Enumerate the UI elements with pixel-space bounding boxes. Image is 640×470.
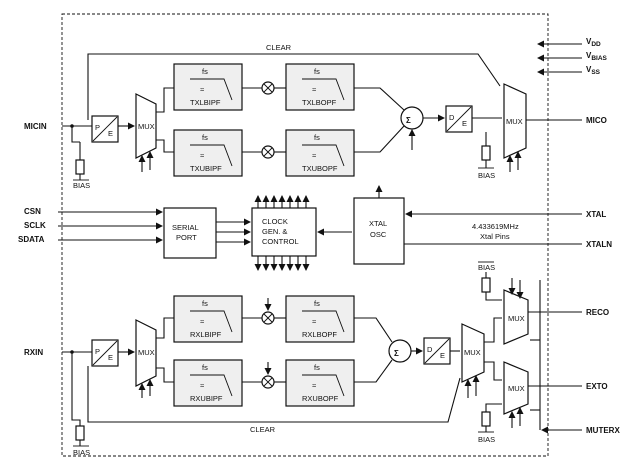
svg-text:E: E [440, 351, 445, 360]
rxlbopf-filter [285, 295, 355, 343]
txubopf-filter [285, 129, 355, 177]
svg-text:CONTROL: CONTROL [262, 237, 299, 246]
mux-rx-mid [461, 323, 485, 383]
mico-pin: MICO [586, 116, 607, 125]
power-pins: VDD VBIAS VSS [537, 37, 608, 76]
svg-text:TXLBOPF: TXLBOPF [302, 98, 337, 107]
summer-tx [400, 106, 424, 130]
xtal-pins-label: Xtal Pins [480, 232, 510, 241]
svg-text:P: P [95, 347, 100, 356]
muterx-pin: MUTERX [586, 426, 620, 435]
exto-pin: EXTO [586, 382, 608, 391]
xtal-freq-label: 4.433619MHz [472, 222, 519, 231]
svg-text:OSC: OSC [370, 230, 387, 239]
svg-text:fs: fs [314, 299, 320, 308]
rxin-pin: RXIN [24, 348, 43, 357]
svg-text:PORT: PORT [176, 233, 197, 242]
svg-text:MUX: MUX [138, 348, 155, 357]
rxlbipf-filter [173, 295, 243, 343]
micin-pin: MICIN [24, 122, 47, 131]
svg-text:fs: fs [314, 67, 320, 76]
vss-label: VSS [586, 65, 601, 76]
svg-text:≈: ≈ [200, 85, 204, 94]
mux-tx-in [135, 93, 157, 159]
svg-text:RXUBIPF: RXUBIPF [190, 394, 223, 403]
svg-text:fs: fs [202, 363, 208, 372]
mux-rx-in [135, 319, 157, 387]
rxubopf-filter [285, 359, 355, 407]
svg-text:RXLBOPF: RXLBOPF [302, 330, 337, 339]
svg-text:≈: ≈ [312, 151, 316, 160]
serial-port-block [163, 207, 217, 259]
svg-text:fs: fs [314, 363, 320, 372]
svg-text:≈: ≈ [200, 317, 204, 326]
svg-text:MUX: MUX [138, 122, 155, 131]
txlbipf-filter [173, 63, 243, 111]
reco-pin: RECO [586, 308, 609, 317]
clear-top-label: CLEAR [266, 43, 292, 52]
svg-text:fs: fs [202, 299, 208, 308]
svg-text:≈: ≈ [312, 85, 316, 94]
svg-text:TXUBOPF: TXUBOPF [302, 164, 338, 173]
vbias-label: VBIAS [586, 51, 608, 62]
svg-text:GEN. &: GEN. & [262, 227, 287, 236]
mux-exto [503, 361, 529, 415]
svg-text:CLOCK: CLOCK [262, 217, 288, 226]
svg-text:SERIAL: SERIAL [172, 223, 199, 232]
svg-text:fs: fs [202, 133, 208, 142]
svg-text:D: D [427, 345, 433, 354]
chip-boundary [61, 13, 549, 457]
svg-text:MUX: MUX [508, 314, 525, 323]
bias-label-exto: BIAS [478, 435, 495, 444]
bias-label-rx: BIAS [73, 448, 90, 457]
vdd-label: VDD [586, 37, 601, 48]
mux-tx-out [503, 83, 527, 159]
svg-text:≈: ≈ [200, 151, 204, 160]
svg-text:XTAL: XTAL [369, 219, 387, 228]
bias-label-reco: BIAS [478, 263, 495, 272]
rxubipf-filter [173, 359, 243, 407]
svg-text:≈: ≈ [200, 381, 204, 390]
svg-text:fs: fs [314, 133, 320, 142]
svg-text:P: P [95, 123, 100, 132]
sdata-pin: SDATA [18, 235, 45, 244]
svg-text:E: E [462, 119, 467, 128]
summer-rx [388, 339, 412, 363]
svg-text:TXUBIPF: TXUBIPF [190, 164, 222, 173]
svg-text:Σ: Σ [406, 116, 411, 125]
svg-text:RXUBOPF: RXUBOPF [302, 394, 339, 403]
svg-text:RXLBIPF: RXLBIPF [190, 330, 222, 339]
svg-text:MUX: MUX [508, 384, 525, 393]
txlbopf-filter [285, 63, 355, 111]
svg-text:MUX: MUX [506, 117, 523, 126]
xtal-osc-block [353, 197, 405, 265]
clock-output-arrows [254, 195, 310, 271]
svg-text:TXLBIPF: TXLBIPF [190, 98, 221, 107]
bias-label-tx-out: BIAS [478, 171, 495, 180]
svg-text:MUX: MUX [464, 348, 481, 357]
svg-text:D: D [449, 113, 455, 122]
svg-text:Σ: Σ [394, 349, 399, 358]
xtaln-pin: XTALN [586, 240, 612, 249]
svg-text:E: E [108, 353, 113, 362]
svg-text:≈: ≈ [312, 381, 316, 390]
clock-gen-control-block [251, 207, 317, 257]
txubipf-filter [173, 129, 243, 177]
svg-text:E: E [108, 129, 113, 138]
bias-label-tx: BIAS [73, 181, 90, 190]
clear-bottom-label: CLEAR [250, 425, 276, 434]
svg-text:fs: fs [202, 67, 208, 76]
xtal-pin: XTAL [586, 210, 606, 219]
csn-pin: CSN [24, 207, 41, 216]
sclk-pin: SCLK [24, 221, 46, 230]
svg-text:≈: ≈ [312, 317, 316, 326]
